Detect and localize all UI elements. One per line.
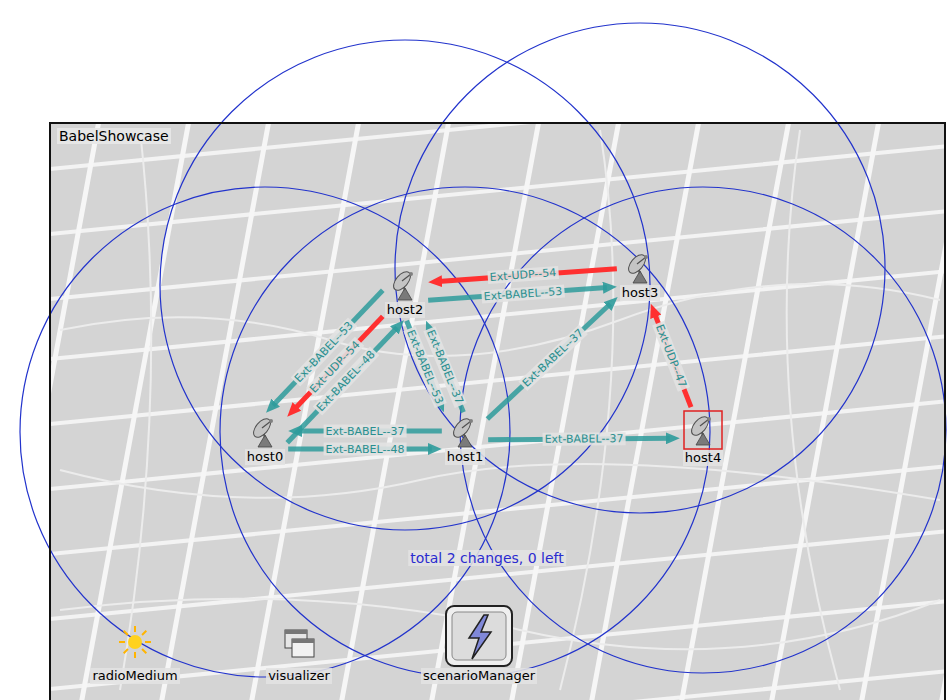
node-label: host1	[445, 449, 485, 465]
edge-label: Ext-BABEL--53	[481, 284, 565, 303]
canvas-title: BabelShowcase	[57, 128, 171, 144]
packet-arrow	[487, 304, 610, 419]
packet-arrow	[273, 290, 383, 405]
node-label: radioMedium	[90, 668, 179, 684]
window-bar	[292, 639, 314, 643]
module-node: scenarioManager	[421, 604, 537, 684]
antenna-drawing	[625, 252, 648, 283]
antenna-drawing	[450, 416, 473, 447]
antenna-drawing	[250, 416, 273, 447]
antenna-icon	[683, 410, 723, 450]
sun-ray	[142, 649, 146, 653]
scenario-inner	[452, 612, 506, 660]
antenna-drawing	[688, 414, 711, 445]
antenna-icon	[248, 415, 282, 449]
sun-disc	[128, 635, 142, 649]
edge-label: Ext-UDP--47	[652, 320, 690, 391]
antenna-tip	[409, 272, 413, 276]
sun-ray	[142, 631, 146, 635]
scenario-frame	[446, 606, 512, 666]
sun-ray	[124, 649, 128, 653]
edge-label: Ext-UDP--54	[487, 266, 558, 284]
antenna-tip	[707, 417, 711, 421]
node-label: host3	[620, 285, 660, 301]
host-node: host2	[385, 268, 425, 318]
antenna-dish	[390, 269, 413, 294]
edge-label: Ext-BABEL--37	[518, 325, 587, 391]
node-label: scenarioManager	[421, 668, 537, 684]
antenna-icon	[623, 251, 657, 285]
edge-label: Ext-BABEL--37	[543, 432, 626, 446]
edge-label: Ext-BABEL--37	[324, 425, 407, 438]
host-node: host3	[620, 251, 660, 301]
antenna-dish	[625, 252, 648, 277]
node-label: visualizer	[266, 668, 332, 684]
antenna-tip	[269, 419, 273, 423]
status-label: total 2 changes, 0 left	[408, 550, 566, 566]
sun-ray	[119, 641, 125, 643]
selection-box	[684, 411, 722, 449]
module-node: radioMedium	[90, 620, 179, 684]
window-front	[292, 639, 314, 657]
window-bar	[285, 630, 307, 634]
antenna-dish	[250, 416, 273, 441]
radio-medium-icon	[111, 620, 159, 668]
antenna-dish	[688, 414, 711, 439]
simulation-canvas: BabelShowcase host0 host1 host2 host3 host4 ra…	[49, 122, 946, 700]
antenna-icon	[448, 415, 482, 449]
edge-label: Ext-BABEL--48	[324, 443, 407, 456]
sun-ray	[134, 652, 136, 658]
scenario-icon	[444, 604, 514, 668]
node-label: host0	[245, 449, 285, 465]
host-node: host1	[445, 415, 485, 465]
antenna-drawing	[390, 269, 413, 300]
lightning-bolt	[469, 615, 491, 659]
antenna-tip	[644, 255, 648, 259]
node-label: host4	[683, 450, 723, 466]
antenna-dish	[450, 416, 473, 441]
visualizer-icon	[275, 620, 323, 668]
sun-ray	[124, 631, 128, 635]
sun-ray	[134, 626, 136, 632]
node-label: host2	[385, 302, 425, 318]
map-streets	[50, 123, 944, 700]
sun-ray	[145, 641, 151, 643]
module-node: visualizer	[266, 620, 332, 684]
host-node: host4	[683, 410, 723, 466]
host-node: host0	[245, 415, 285, 465]
antenna-icon	[388, 268, 422, 302]
antenna-tip	[469, 419, 473, 423]
